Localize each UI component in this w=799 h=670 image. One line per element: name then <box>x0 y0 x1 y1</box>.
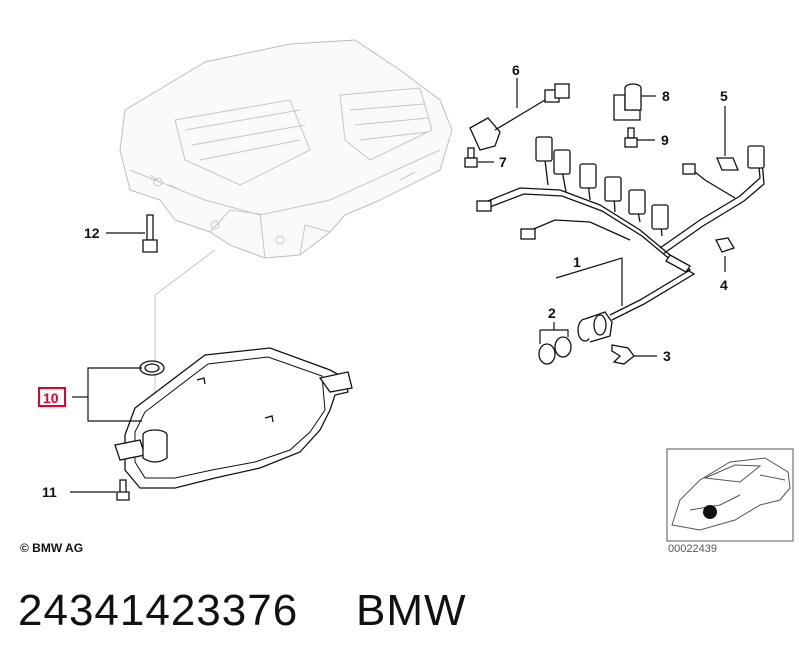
callout-2: 2 <box>548 305 556 321</box>
bolt-12 <box>142 214 158 253</box>
clip-5 <box>716 157 739 171</box>
callout-3: 3 <box>663 348 671 364</box>
filter-seal-ring <box>139 360 165 376</box>
brand-name: BMW <box>356 586 467 635</box>
callout-1: 1 <box>573 254 581 270</box>
location-marker-icon <box>703 505 717 519</box>
callout-8: 8 <box>662 88 670 104</box>
wiring-harness-1 <box>476 136 765 321</box>
thumbnail-code: 00022439 <box>668 543 717 555</box>
callout-10: 10 <box>43 390 59 406</box>
valve-body-ghost <box>119 39 453 395</box>
connector-plug <box>577 311 613 343</box>
clip-4 <box>715 237 735 253</box>
callout-12: 12 <box>84 225 100 241</box>
o-rings-2 <box>538 336 572 365</box>
callout-6: 6 <box>512 62 520 78</box>
callout-10-highlight <box>38 387 66 407</box>
bolt-9 <box>624 127 638 148</box>
callout-7: 7 <box>499 154 507 170</box>
callout-9: 9 <box>661 132 669 148</box>
bolt-7 <box>464 147 478 168</box>
callout-11: 11 <box>42 484 57 500</box>
bolt-11 <box>116 479 130 501</box>
callout-4: 4 <box>720 277 728 293</box>
vehicle-location-thumbnail <box>666 448 794 542</box>
sensor-8 <box>613 83 642 121</box>
transmission-filter <box>114 347 353 489</box>
retaining-clip-3 <box>611 344 635 365</box>
part-number: 24341423376 <box>18 586 299 635</box>
sensor-6 <box>469 83 570 151</box>
copyright-notice: © BMW AG <box>20 541 84 555</box>
callout-5: 5 <box>720 88 728 104</box>
